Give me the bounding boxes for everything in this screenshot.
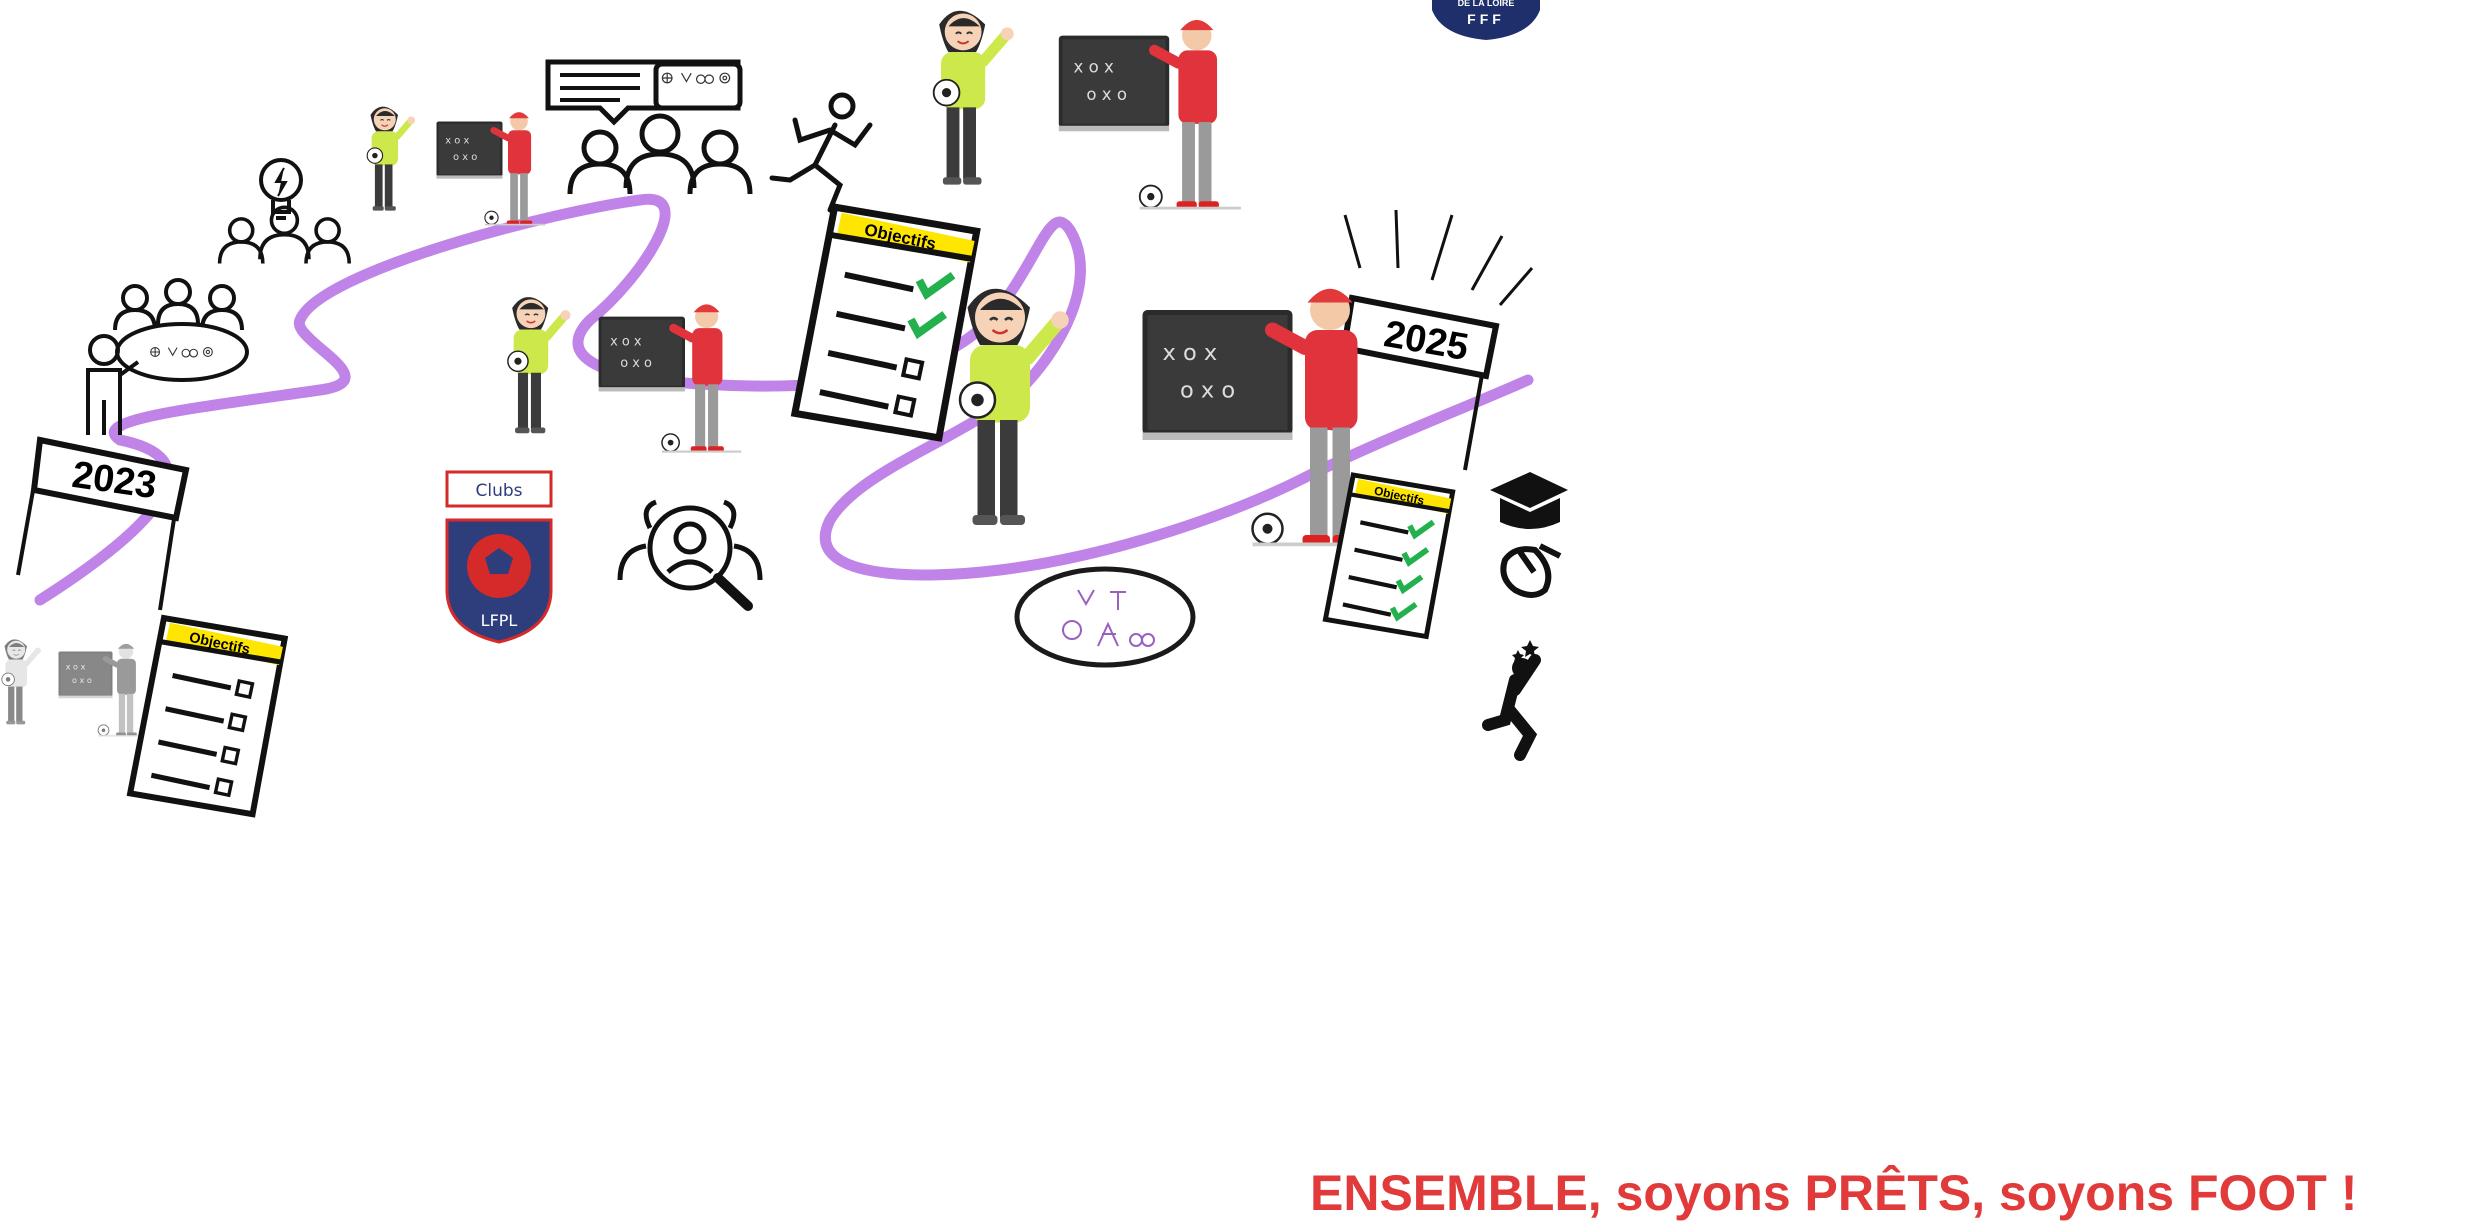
clubs-label: Clubs: [475, 481, 522, 501]
lfpl-label: LFPL: [481, 611, 518, 630]
idea-group-people: [217, 205, 351, 266]
runner-icon: [769, 92, 873, 213]
coach-player-small-1: [367, 107, 545, 226]
objectifs-checklist-right: Objectifs: [1323, 471, 1457, 641]
fff-logo-line2: FFF: [1467, 11, 1505, 27]
meeting-icon: [86, 278, 249, 435]
sports-ellipse: [1014, 566, 1196, 668]
coach-player-top: [934, 11, 1241, 210]
slogan-text: ENSEMBLE, soyons PRÊTS, soyons FOOT !: [1310, 1165, 2358, 1221]
idea-group-icon: [259, 158, 303, 220]
coach-player-grey: [2, 639, 148, 736]
strength-icon: [1500, 543, 1562, 598]
victory-icon: [1482, 640, 1541, 761]
discussion-icon: [545, 59, 743, 126]
search-people-icon: [617, 499, 763, 611]
milestone-2025-flag: 2025: [1328, 209, 1534, 471]
objectifs-checklist-top: Objectifs: [791, 201, 983, 443]
discussion-people-icon: [570, 116, 750, 194]
graduation-cap-icon: [1490, 472, 1568, 529]
clubs-lfpl-logo: Clubs LFPL: [445, 470, 553, 644]
fff-logo: DE LA LOIRE FFF: [1432, 0, 1540, 40]
objectifs-checklist-bottom: Objectifs: [127, 613, 290, 819]
coach-player-mid: [508, 297, 741, 453]
fff-logo-line1: DE LA LOIRE: [1458, 0, 1515, 8]
coach-player-large: [960, 289, 1390, 547]
milestone-2023-flag: 2023: [16, 436, 190, 611]
